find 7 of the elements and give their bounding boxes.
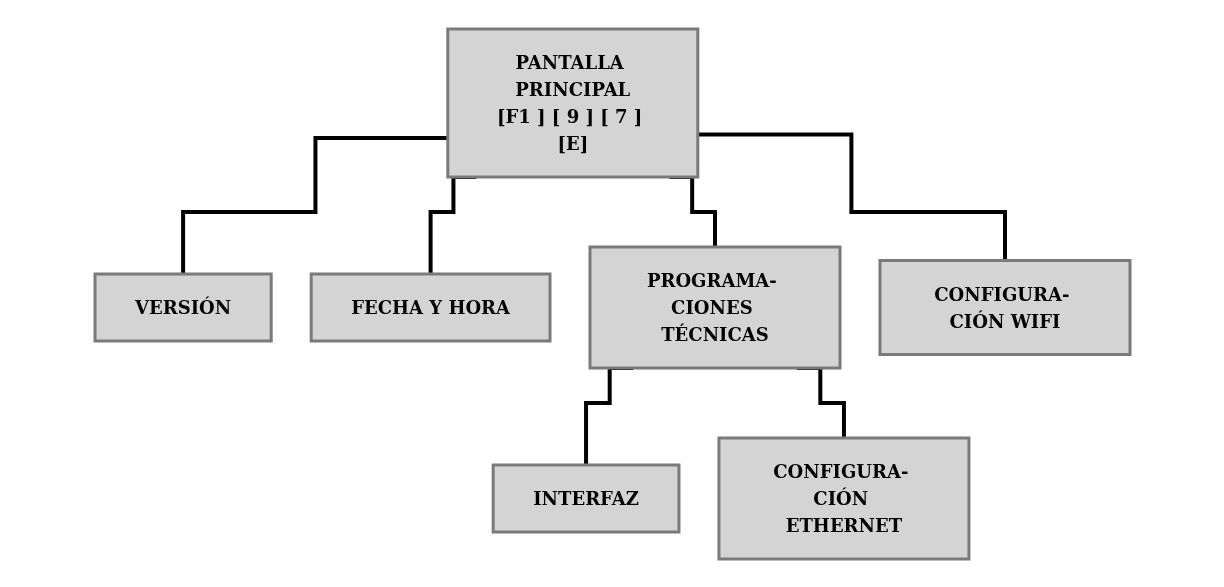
node-box: INTERFAZ: [491, 463, 680, 533]
node-box: CONFIGURA- CIÓN WIFI: [878, 258, 1131, 356]
node-box: VERSIÓN: [93, 272, 273, 342]
node-box: PANTALLA PRINCIPAL [F1 ] [ 9 ] [ 7 ] [E]: [445, 27, 699, 178]
node-box: FECHA Y HORA: [309, 272, 551, 342]
node-box: PROGRAMA- CIONES TÉCNICAS: [588, 245, 841, 369]
node-box: CONFIGURA- CIÓN ETHERNET: [716, 436, 970, 560]
